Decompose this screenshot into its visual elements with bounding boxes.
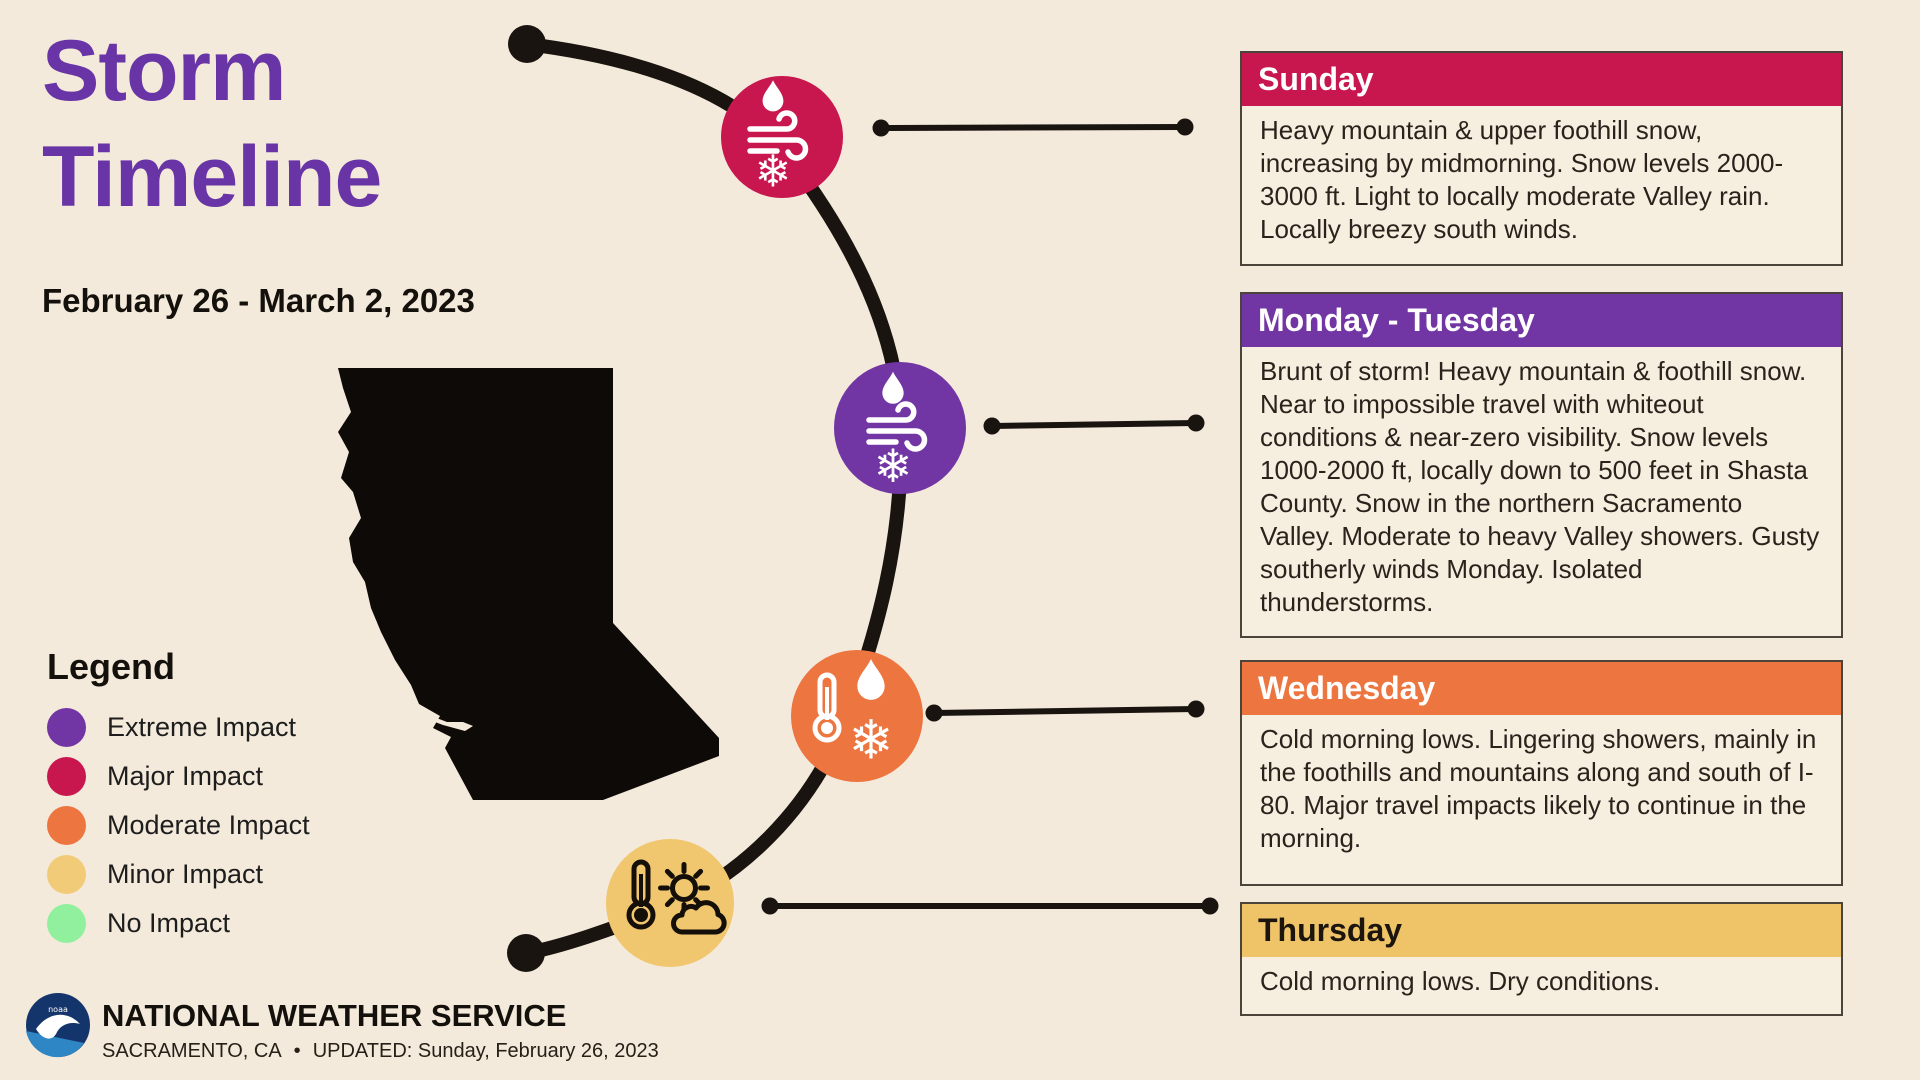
- legend-item-minor: Minor Impact: [47, 855, 310, 894]
- legend-item-major: Major Impact: [47, 757, 310, 796]
- footer-subline: SACRAMENTO, CA • UPDATED: Sunday, Februa…: [102, 1040, 659, 1063]
- thermometer-icon: [812, 672, 842, 743]
- card-header: Wednesday: [1242, 662, 1841, 715]
- timeline-start-dot: [508, 25, 546, 63]
- california-map: [338, 368, 719, 800]
- card-body: Cold morning lows. Lingering showers, ma…: [1260, 724, 1817, 853]
- title-line-1: Storm: [42, 23, 286, 119]
- sun-behind-cloud-icon: [658, 862, 727, 935]
- minor-impact-swatch: [47, 855, 86, 894]
- wind-icon: [747, 110, 809, 161]
- legend-item-extreme: Extreme Impact: [47, 708, 310, 747]
- footer-updated: UPDATED: Sunday, February 26, 2023: [312, 1040, 659, 1062]
- legend-label: Moderate Impact: [107, 810, 310, 840]
- raindrop-icon: [857, 658, 885, 700]
- legend: Legend Extreme Impact Major Impact Moder…: [47, 646, 310, 953]
- connector-sunday: [872, 118, 1194, 137]
- nws-wordmark: NATIONAL WEATHER SERVICE: [102, 998, 567, 1033]
- footer-location: SACRAMENTO, CA: [102, 1040, 282, 1062]
- svg-text:noaa: noaa: [48, 1005, 68, 1014]
- card-header: Monday - Tuesday: [1242, 294, 1841, 347]
- date-range: February 26 - March 2, 2023: [42, 282, 475, 319]
- moderate-impact-swatch: [47, 806, 86, 845]
- card-body: Brunt of storm! Heavy mountain & foothil…: [1260, 356, 1820, 617]
- california-silhouette: [338, 368, 719, 800]
- card-body: Cold morning lows. Dry conditions.: [1260, 966, 1661, 996]
- legend-label: Extreme Impact: [107, 712, 297, 742]
- snowflake-icon: ❄: [874, 439, 913, 493]
- connector-monday-tuesday: [983, 414, 1205, 435]
- no-impact-swatch: [47, 904, 86, 943]
- extreme-impact-swatch: [47, 708, 86, 747]
- card-body: Heavy mountain & upper foothill snow, in…: [1260, 115, 1784, 244]
- raindrop-icon: [882, 371, 904, 404]
- timeline-node-sunday: ❄: [721, 76, 843, 198]
- title-line-2: Timeline: [42, 129, 382, 225]
- legend-heading: Legend: [47, 646, 176, 687]
- major-impact-swatch: [47, 757, 86, 796]
- wind-icon: [866, 401, 928, 452]
- timeline-node-thursday: [606, 839, 734, 967]
- snowflake-icon: ❄: [755, 147, 792, 198]
- footer: NATIONAL WEATHER SERVICE SACRAMENTO, CA …: [102, 998, 659, 1063]
- page-title: Storm Timeline: [42, 18, 382, 230]
- snowflake-icon: ❄: [848, 709, 893, 772]
- legend-label: No Impact: [107, 908, 231, 938]
- timeline-end-dot: [507, 934, 545, 972]
- day-card-thursday: Thursday Cold morning lows. Dry conditio…: [1240, 902, 1843, 1016]
- connector-thursday: [761, 897, 1219, 915]
- footer-separator: •: [293, 1040, 301, 1062]
- day-card-sunday: Sunday Heavy mountain & upper foothill s…: [1240, 51, 1843, 266]
- day-card-monday-tuesday: Monday - Tuesday Brunt of storm! Heavy m…: [1240, 292, 1843, 638]
- connector-wednesday: [925, 700, 1205, 722]
- card-header: Thursday: [1242, 904, 1841, 957]
- timeline-node-monday-tuesday: ❄: [834, 362, 966, 494]
- day-card-wednesday: Wednesday Cold morning lows. Lingering s…: [1240, 660, 1843, 886]
- noaa-logo-icon: noaa: [26, 993, 90, 1058]
- legend-item-moderate: Moderate Impact: [47, 806, 310, 845]
- legend-label: Major Impact: [107, 761, 264, 791]
- legend-label: Minor Impact: [107, 859, 264, 889]
- raindrop-icon: [762, 80, 784, 112]
- thermometer-icon: [626, 859, 656, 930]
- legend-item-none: No Impact: [47, 904, 310, 943]
- sf-bay-inlet: [419, 712, 473, 731]
- timeline-node-wednesday: ❄: [791, 650, 923, 782]
- card-header: Sunday: [1242, 53, 1841, 106]
- timeline-arc: [520, 37, 909, 960]
